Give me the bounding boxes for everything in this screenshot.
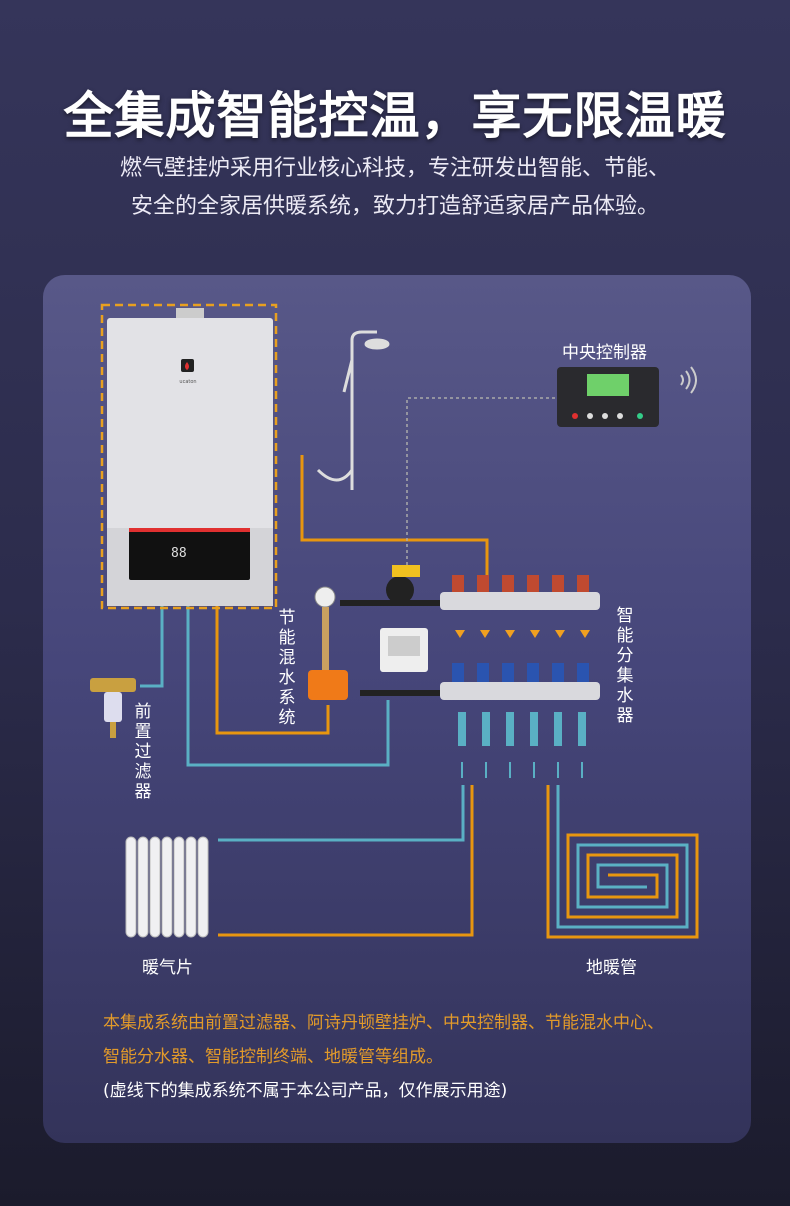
- controller-signal-line: [406, 397, 555, 565]
- system-note-line-1: 本集成系统由前置过滤器、阿诗丹顿壁挂炉、中央控制器、节能混水中心、: [103, 1013, 664, 1033]
- mixing-station: [308, 565, 440, 700]
- label-central-controller: 中央控制器: [562, 343, 647, 363]
- radiator-icon: [125, 836, 209, 938]
- central-controller-device: [557, 367, 659, 427]
- page-title: 全集成智能控温，享无限温暖: [63, 87, 727, 145]
- pre-filter-device: [90, 678, 136, 738]
- boiler-display-digits: 88: [171, 546, 187, 561]
- label-mixing-system: 节能混水系统: [278, 608, 296, 728]
- boiler-brand-logo: ucaton: [179, 379, 196, 385]
- hot-pipe-shower: [300, 455, 489, 580]
- label-smart-manifold: 智能分集水器: [616, 606, 634, 726]
- hot-pipe-supply: [215, 605, 330, 735]
- label-pre-filter: 前置过滤器: [134, 702, 152, 802]
- disclaimer: (虚线下的集成系统不属于本公司产品，仅作展示用途): [103, 1081, 508, 1101]
- shower-icon: [316, 330, 390, 490]
- wifi-signal-icon: [680, 366, 697, 394]
- radiator-return-pipe: [218, 785, 474, 937]
- cold-pipe-filter: [140, 605, 164, 688]
- boiler-dashed-outline: [100, 303, 278, 610]
- floor-pipe-a: [546, 785, 699, 939]
- manifold: [440, 575, 600, 778]
- label-radiator: 暖气片: [142, 958, 193, 978]
- subtitle-line-1: 燃气壁挂炉采用行业核心科技，专注研发出智能、节能、: [119, 156, 670, 181]
- floor-pipe-b: [556, 785, 689, 929]
- radiator-supply-pipe: [218, 785, 465, 842]
- boiler-control-panel: [129, 528, 250, 580]
- label-floor-heating: 地暖管: [586, 958, 637, 978]
- system-note-line-2: 智能分水器、智能控制终端、地暖管等组成。: [103, 1047, 443, 1067]
- cold-pipe-return: [186, 605, 390, 767]
- subtitle-line-2: 安全的全家居供暖系统，致力打造舒适家居产品体验。: [130, 194, 659, 219]
